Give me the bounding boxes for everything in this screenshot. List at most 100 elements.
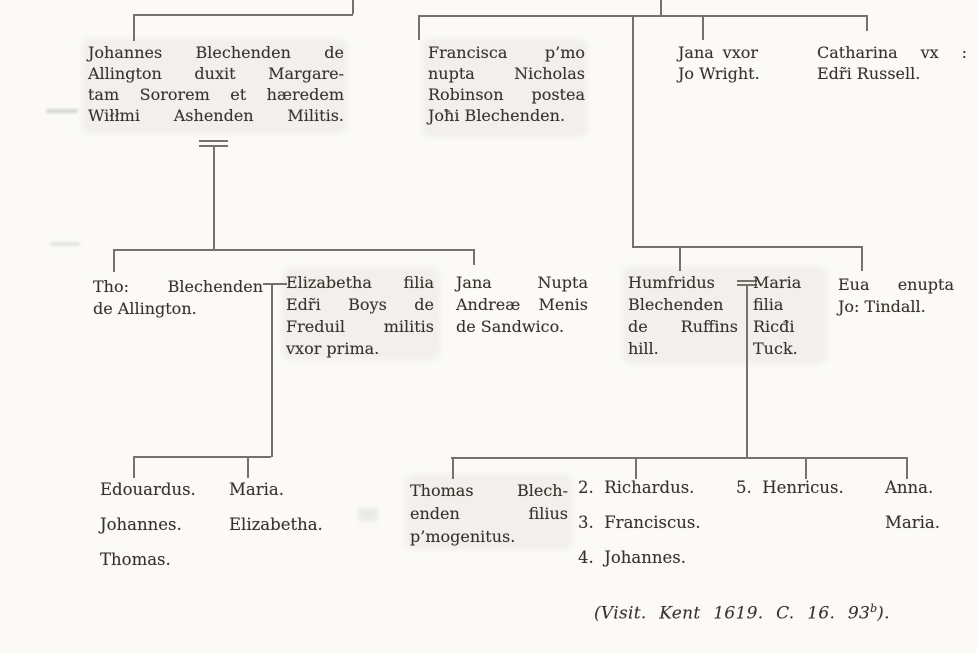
sibling-bracket	[451, 457, 908, 459]
marriage-line	[199, 140, 228, 142]
scan-patch	[405, 474, 573, 550]
scan-patch	[282, 268, 440, 360]
node-text-line: Johannes Blechenden de	[88, 43, 344, 62]
node-jana-wright: Jana vxor Jo Wright.	[678, 42, 760, 84]
descent-line	[805, 457, 807, 479]
scan-smudge	[46, 109, 78, 113]
descent-line	[452, 457, 454, 479]
node-text-line: p’mogenitus.	[410, 527, 516, 546]
node-text-line: Edr̃i Russell.	[817, 64, 921, 83]
child-name: 3. Franciscus.	[578, 513, 701, 532]
descent-line	[213, 146, 215, 250]
node-text-line: Catharina vx :	[817, 43, 967, 62]
node-text-line: Francisca p’mo	[428, 43, 585, 62]
node-daughters-of-humfridus: Anna. Maria.	[885, 478, 955, 548]
descent-line	[113, 249, 115, 272]
marriage-line	[199, 145, 228, 147]
descent-line	[861, 246, 863, 271]
node-text-line: de Ruffins	[628, 317, 738, 336]
child-name: Anna.	[885, 478, 934, 497]
descent-line	[866, 15, 868, 31]
child-name: 2. Richardus.	[578, 478, 695, 497]
descent-line	[635, 457, 637, 479]
descent-line	[473, 249, 475, 265]
node-text-line: Robinson postea	[428, 85, 585, 104]
citation-superscript: b	[870, 602, 878, 615]
source-citation: (Visit. Kent 1619. C. 16. 93b).	[594, 602, 890, 624]
sibling-bracket	[133, 14, 353, 16]
descent-line	[702, 15, 704, 40]
node-francisca: Francisca p’mo nupta Nicholas Robinson p…	[428, 42, 585, 126]
node-text-line: hill.	[628, 339, 659, 358]
node-text-line: Eua enupta	[838, 275, 954, 294]
sibling-bracket	[133, 456, 271, 458]
marriage-line	[737, 280, 757, 282]
node-jana-menis: Jana Nupta Andreæ Menis de Sandwico.	[456, 272, 588, 338]
child-name: Maria.	[229, 480, 284, 499]
child-name: Johannes.	[100, 515, 182, 534]
scan-patch	[622, 266, 827, 364]
node-catharina-russell: Catharina vx : Edr̃i Russell.	[817, 42, 967, 84]
node-thomas-primogenitus: Thomas Blech- enden filius p’mogenitus.	[410, 479, 568, 548]
child-name: Maria.	[885, 513, 940, 532]
node-text-line: Freduil militis	[286, 317, 434, 336]
node-daughters-of-tho: Maria. Elizabetha.	[229, 480, 341, 550]
descent-line	[679, 246, 681, 271]
node-text-line: Joħi Blechenden.	[428, 106, 566, 125]
node-text-line: Thomas Blech-	[410, 481, 568, 500]
node-text-line: Tuck.	[753, 339, 798, 358]
node-text-line: Allington duxit Margare-	[88, 64, 344, 83]
descent-line	[133, 456, 135, 478]
node-text-line: Maria	[753, 273, 802, 292]
node-sons-of-humfridus: 2. Richardus. 3. Franciscus. 4. Johannes…	[578, 478, 708, 583]
node-text-line: Jana vxor	[678, 43, 758, 62]
node-text-line: Elizabetha filia	[286, 273, 434, 292]
scan-smudge	[358, 508, 378, 521]
node-text-line: Jana Nupta	[456, 273, 588, 292]
descent-line	[660, 0, 662, 15]
child-name: 5. Henricus.	[736, 478, 844, 497]
sibling-bracket	[113, 249, 473, 251]
node-henricus: 5. Henricus.	[736, 478, 866, 513]
node-tho-blechenden: Tho: Blechenden de Allington.	[93, 276, 263, 320]
node-text-line: tam Sororem et hæredem	[88, 85, 344, 104]
node-text-line: vxor prima.	[286, 339, 380, 358]
node-sons-of-tho: Edouardus. Johannes. Thomas.	[100, 480, 212, 585]
node-text-line: Edr̃i Boys de	[286, 295, 434, 314]
node-text-line: filia	[753, 295, 784, 314]
citation-text: (Visit. Kent 1619. C. 16. 93	[594, 603, 871, 624]
descent-line	[906, 457, 908, 479]
node-eua-tindall: Eua enupta Jo: Tindall.	[838, 274, 954, 318]
node-text-line: Jo Wright.	[678, 64, 760, 83]
marriage-line	[263, 283, 287, 285]
scan-patch	[82, 38, 347, 134]
node-text-line: Andreæ Menis	[456, 295, 588, 314]
child-name: Edouardus.	[100, 480, 196, 499]
node-text-line: de Allington.	[93, 299, 197, 318]
scan-smudge	[50, 242, 80, 246]
descent-line	[352, 0, 354, 14]
node-johannes-blechenden: Johannes Blechenden de Allington duxit M…	[88, 42, 344, 126]
node-text-line: Ricđi	[753, 317, 795, 336]
node-elizabetha-boys: Elizabetha filia Edr̃i Boys de Freduil m…	[286, 272, 434, 360]
child-name: Thomas.	[100, 550, 171, 569]
descent-line	[632, 15, 634, 247]
descent-line	[418, 15, 420, 40]
sibling-bracket	[632, 246, 862, 248]
child-name: 4. Johannes.	[578, 548, 686, 567]
descent-line	[133, 14, 135, 41]
node-maria-tuck: Maria filia Ricđi Tuck.	[753, 272, 817, 360]
node-text-line: nupta Nicholas	[428, 64, 585, 83]
node-text-line: Blechenden	[628, 295, 724, 314]
scan-patch	[422, 38, 587, 138]
node-text-line: Humfridus	[628, 273, 715, 292]
descent-line	[247, 456, 249, 478]
node-text-line: de Sandwico.	[456, 317, 565, 336]
node-humfridus-blechenden: Humfridus Blechenden de Ruffins hill.	[628, 272, 738, 360]
descent-line	[746, 284, 748, 458]
sibling-bracket	[418, 15, 868, 17]
citation-text: ).	[877, 603, 890, 624]
node-text-line: enden filius	[410, 504, 568, 523]
node-text-line: Jo: Tindall.	[838, 297, 926, 316]
child-name: Elizabetha.	[229, 515, 323, 534]
